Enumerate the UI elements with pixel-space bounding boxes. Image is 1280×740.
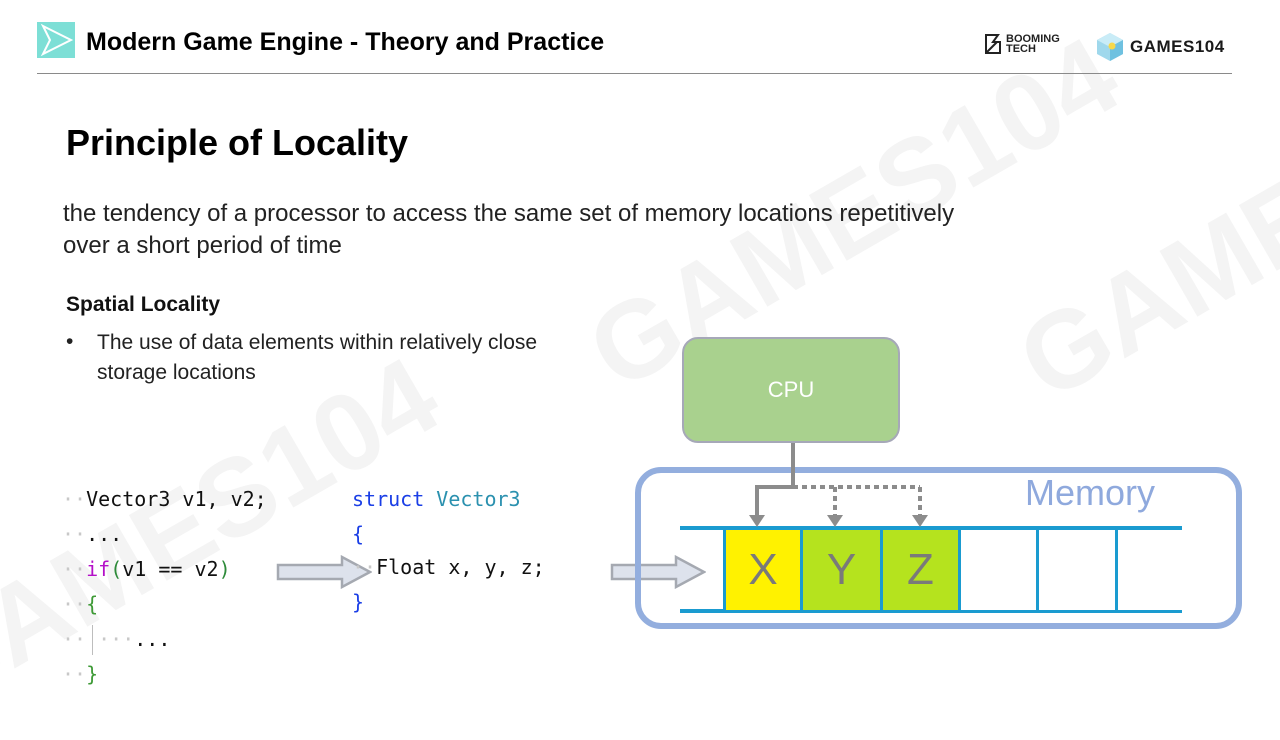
memory-cell <box>1036 530 1115 610</box>
code-text: ... <box>134 627 171 651</box>
memory-cell <box>1115 530 1182 610</box>
code-text: Vector3 v1, v2; <box>86 487 267 511</box>
memory-cell <box>958 530 1036 610</box>
code-line: ··if(v1 == v2) <box>62 557 231 581</box>
code-text: Float x, y, z; <box>376 555 545 579</box>
code-line: ··Vector3 v1, v2; <box>62 487 267 511</box>
section-heading: Spatial Locality <box>66 293 221 316</box>
slide-title: Principle of Locality <box>66 122 409 163</box>
code-text: ... <box>86 522 123 546</box>
definition-text: the tendency of a processor to access th… <box>63 200 955 259</box>
code-line: { <box>352 522 364 546</box>
solid-connector-line <box>755 443 795 519</box>
code-text: v1 == v2 <box>122 557 219 581</box>
code-paren: ( <box>110 557 123 581</box>
arrowhead-icon <box>827 515 843 527</box>
watermark: GAMES104 <box>998 23 1280 424</box>
course-logo-icon <box>37 22 75 58</box>
indent-guide <box>92 625 93 655</box>
whitespace-marker: ·· <box>352 555 377 579</box>
memory-rail-bottom <box>680 609 1182 613</box>
whitespace-marker: ·· <box>62 557 87 581</box>
code-type: Vector3 <box>436 487 521 511</box>
right-arrow-icon <box>276 555 372 589</box>
code-brace: { <box>352 522 365 546</box>
whitespace-marker: ·· <box>62 662 87 686</box>
code-line: ··Float x, y, z; <box>352 555 545 579</box>
memory-cell: Y <box>800 530 880 610</box>
code-keyword: if <box>86 557 111 581</box>
arrowhead-icon <box>912 515 928 527</box>
cpu-memory-connector <box>749 443 928 527</box>
cpu-label: CPU <box>767 377 815 402</box>
memory-cell: Z <box>880 530 958 610</box>
code-line: ······... <box>62 627 170 651</box>
bullet-text: The use of data elements within relative… <box>97 331 538 384</box>
cpu-box: CPU <box>682 337 900 443</box>
bullet-marker: • <box>66 330 74 353</box>
code-line: struct Vector3 <box>352 487 521 511</box>
header-divider <box>37 73 1232 74</box>
booming-text-line1: BOOMING <box>1006 33 1060 45</box>
code-brace: { <box>86 592 99 616</box>
memory-label: Memory <box>1025 472 1156 513</box>
whitespace-marker: ·· <box>62 487 87 511</box>
code-line: ··} <box>62 662 98 686</box>
code-line: ··... <box>62 522 122 546</box>
booming-tech-icon <box>985 34 1001 54</box>
whitespace-marker: ·· <box>62 522 87 546</box>
code-brace: } <box>86 662 99 686</box>
memory-container <box>635 467 1242 629</box>
whitespace-marker: ·· <box>62 627 87 651</box>
code-keyword: struct <box>352 487 425 511</box>
right-arrow-icon <box>610 555 706 589</box>
memory-rail-top <box>680 526 1182 530</box>
games104-logo-text: GAMES104 <box>1130 37 1225 56</box>
booming-tech-logo: BOOMING TECH <box>983 33 1060 55</box>
booming-text-line2: TECH <box>1006 43 1036 55</box>
arrowhead-icon <box>749 515 765 527</box>
whitespace-marker: ··· <box>98 627 135 651</box>
code-line: } <box>352 590 364 614</box>
whitespace-marker: ·· <box>62 592 87 616</box>
code-paren: ) <box>218 557 231 581</box>
code-brace: } <box>352 590 365 614</box>
code-line: ··{ <box>62 592 98 616</box>
games104-cube-icon <box>1097 33 1123 61</box>
header-title: Modern Game Engine - Theory and Practice <box>86 28 605 56</box>
memory-cell: X <box>723 530 800 610</box>
